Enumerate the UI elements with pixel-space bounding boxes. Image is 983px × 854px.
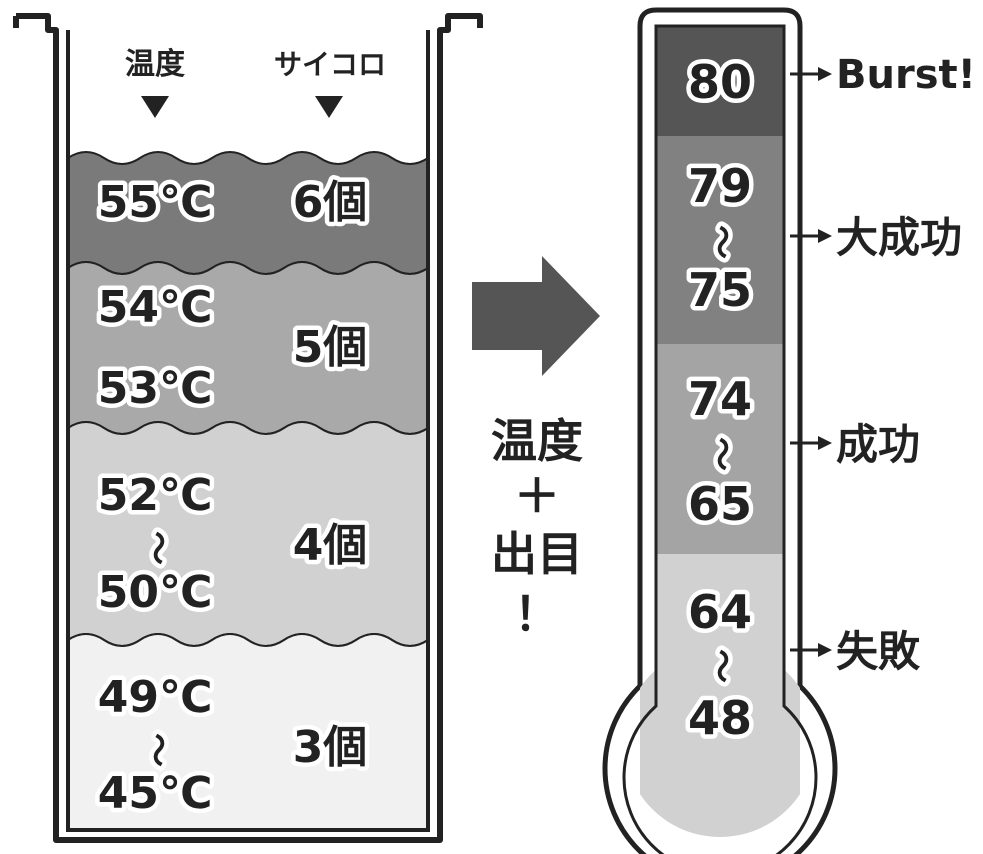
- thermo-segment-2: [640, 136, 800, 344]
- big-right-arrow: [472, 256, 600, 376]
- cup-header-temp: 温度: [125, 47, 185, 82]
- thermo-segment-4: [640, 554, 800, 837]
- result-arrow-1: [790, 67, 832, 81]
- cup-band-1-temp: 55℃: [98, 177, 213, 228]
- thermo-segment-2-value-top: 79: [688, 159, 752, 213]
- result-arrow-2: [790, 229, 832, 243]
- cup-band-4-temp-1: 49℃: [98, 672, 213, 723]
- thermo-segment-1: [640, 26, 800, 136]
- cup-header-temp-arrow: [141, 96, 169, 118]
- result-label-burst: Burst!: [836, 52, 976, 98]
- middle-line-3: 出目: [491, 527, 583, 581]
- middle-line-2: ＋: [514, 469, 560, 523]
- thermo-segment-4-tilde: 〜: [701, 649, 741, 683]
- cup: 温度 サイコロ 55℃ 6個 54℃ 53℃ 5個 52℃ 〜 50℃ 4個 4…: [13, 13, 483, 843]
- cup-band-2-temp-1: 54℃: [98, 282, 213, 333]
- result-arrow-4: [790, 643, 832, 657]
- thermo-segment-4-value-bottom: 48: [688, 691, 752, 745]
- thermometer: 80 79 〜 75 74 〜 65 64 〜 48: [602, 7, 838, 854]
- cup-band-3-temp-2: 50℃: [98, 567, 213, 618]
- cup-inner-wall: [66, 30, 430, 832]
- thermo-segment-2-value-bottom: 75: [688, 263, 752, 317]
- cup-band-3-dice: 4個: [293, 520, 368, 571]
- result-labels: Burst! 大成功 成功 失敗: [790, 52, 976, 676]
- cup-band-4-dice: 3個: [293, 722, 368, 773]
- cup-band-3-temp-1: 52℃: [98, 470, 213, 521]
- result-label-great-success: 大成功: [836, 213, 962, 262]
- middle: 温度 ＋ 出目 ！: [472, 256, 600, 641]
- thermo-segment-3-value-bottom: 65: [688, 477, 752, 531]
- cup-band-2-temp-2: 53℃: [98, 363, 213, 414]
- middle-line-1: 温度: [491, 414, 583, 468]
- cup-band-1-dice: 6個: [293, 177, 368, 228]
- cup-band-2-dice: 5個: [293, 322, 368, 373]
- cup-band-4-temp-2: 45℃: [98, 768, 213, 819]
- result-label-failure: 失敗: [836, 627, 921, 676]
- middle-line-4: ！: [514, 587, 560, 641]
- cup-outline: [16, 13, 483, 843]
- cup-band-3-tilde: 〜: [137, 531, 177, 565]
- result-label-success: 成功: [836, 420, 920, 469]
- cup-header-dice-arrow: [315, 96, 343, 118]
- cup-band-4: [67, 633, 429, 831]
- thermo-segment-3: [640, 344, 800, 554]
- thermo-segment-3-tilde: 〜: [701, 437, 741, 471]
- thermo-segment-1-value: 80: [688, 55, 752, 109]
- thermo-segment-2-tilde: 〜: [701, 225, 741, 259]
- result-arrow-3: [790, 436, 832, 450]
- thermometer-inner-outline: [622, 24, 818, 854]
- thermo-segment-3-value-top: 74: [688, 372, 752, 426]
- thermo-segment-4-value-top: 64: [688, 585, 752, 639]
- cup-header-dice: サイコロ: [274, 48, 386, 81]
- cup-band-4-tilde: 〜: [137, 733, 177, 767]
